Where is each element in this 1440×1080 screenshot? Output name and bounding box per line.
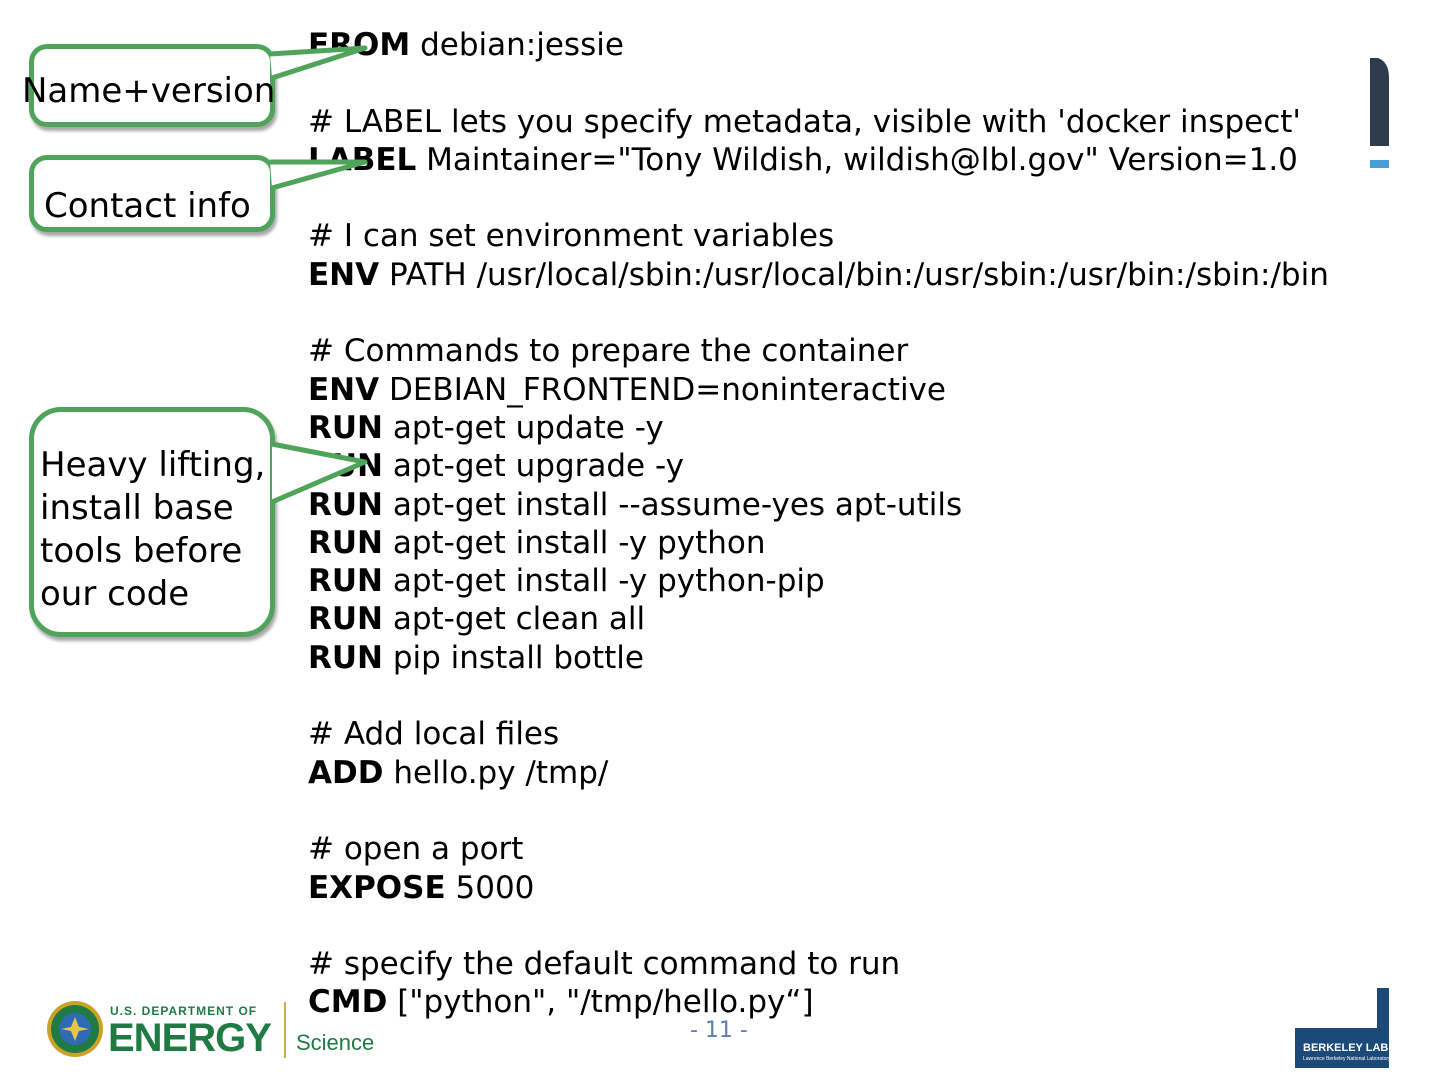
code-line: RUN apt-get install -y python-pip — [308, 562, 1329, 600]
code-keyword: RUN — [308, 409, 383, 446]
code-keyword: CMD — [308, 984, 388, 1021]
berkeley-lab-logo: BERKELEY LAB Lawrence Berkeley National … — [1295, 988, 1391, 1068]
berkeley-lab-subtitle: Lawrence Berkeley National Laboratory — [1303, 1056, 1391, 1062]
code-line: ENV PATH /usr/local/sbin:/usr/local/bin:… — [308, 256, 1329, 294]
code-text: apt-get upgrade -y — [383, 448, 684, 485]
code-line — [308, 907, 1329, 945]
code-text: apt-get clean all — [383, 601, 646, 638]
code-keyword: FROM — [308, 27, 411, 63]
callout-name-version-text: Name+version — [22, 71, 276, 111]
callout-contact-info: Contact info — [29, 155, 275, 232]
code-line: RUN apt-get upgrade -y — [308, 447, 1329, 485]
code-line: ADD hello.py /tmp/ — [308, 754, 1329, 792]
code-text: ["python", "/tmp/hello.py“] — [387, 984, 814, 1021]
code-text: # specify the default command to run — [308, 946, 901, 983]
code-line — [308, 792, 1329, 830]
doe-energy-text: ENERGY — [108, 1016, 272, 1060]
code-text: # LABEL lets you specify metadata, visib… — [308, 103, 1301, 140]
code-text: # Commands to prepare the container — [308, 333, 909, 370]
code-line: LABEL Maintainer="Tony Wildish, wildish@… — [308, 141, 1329, 179]
code-line: # Add local files — [308, 715, 1329, 753]
code-line: ENV DEBIAN_FRONTEND=noninteractive — [308, 371, 1329, 409]
doe-science-text: Science — [296, 1030, 375, 1055]
code-text: apt-get install --assume-yes apt-utils — [383, 486, 963, 523]
code-line: RUN apt-get update -y — [308, 409, 1329, 447]
callout-name-version: Name+version — [22, 44, 275, 127]
doe-department-text: U.S. DEPARTMENT OF — [110, 1004, 258, 1018]
code-text: apt-get update -y — [383, 409, 664, 446]
code-line: RUN apt-get install --assume-yes apt-uti… — [308, 486, 1329, 524]
code-line — [308, 64, 1329, 102]
code-keyword: RUN — [308, 524, 383, 561]
code-line: # specify the default command to run — [308, 945, 1329, 983]
berkeley-lab-text: BERKELEY LAB — [1303, 1042, 1389, 1054]
code-keyword: RUN — [308, 486, 383, 523]
code-text: pip install bottle — [383, 639, 644, 676]
code-text: Maintainer="Tony Wildish, wildish@lbl.go… — [416, 141, 1298, 178]
code-line — [308, 294, 1329, 332]
code-text: DEBIAN_FRONTEND=noninteractive — [379, 371, 946, 408]
code-text: hello.py /tmp/ — [383, 754, 609, 791]
code-keyword: RUN — [308, 448, 383, 485]
code-keyword: LABEL — [308, 141, 417, 178]
code-text: # open a port — [308, 831, 524, 868]
code-line: # Commands to prepare the container — [308, 332, 1329, 370]
code-line — [308, 677, 1329, 715]
code-line: # LABEL lets you specify metadata, visib… — [308, 103, 1329, 141]
code-keyword: RUN — [308, 639, 383, 676]
code-keyword: RUN — [308, 601, 383, 638]
code-line — [308, 179, 1329, 217]
code-line: EXPOSE 5000 — [308, 869, 1329, 907]
code-line: # open a port — [308, 830, 1329, 868]
code-line: RUN apt-get install -y python — [308, 524, 1329, 562]
header-decoration — [1370, 58, 1389, 170]
code-text: # Add local files — [308, 716, 560, 753]
code-text: debian:jessie — [410, 27, 624, 63]
code-keyword: EXPOSE — [308, 869, 446, 906]
code-text: apt-get install -y python-pip — [383, 563, 825, 600]
code-text: # I can set environment variables — [308, 218, 835, 255]
code-keyword: RUN — [308, 563, 383, 600]
code-keyword: ADD — [308, 754, 384, 791]
code-line: CMD ["python", "/tmp/hello.py“] — [308, 983, 1329, 1021]
berkeley-lab-box — [1295, 1028, 1389, 1068]
doe-science-logo: U.S. DEPARTMENT OF ENERGY Science — [46, 998, 386, 1062]
code-text: 5000 — [445, 869, 535, 906]
dockerfile-code: FROM debian:jessie # LABEL lets you speci… — [308, 26, 1329, 1022]
doe-divider — [284, 1002, 286, 1058]
doe-seal-icon — [47, 1001, 103, 1057]
code-text: apt-get install -y python — [383, 524, 766, 561]
callout-heavy-lifting-text: Heavy lifting, install base tools before… — [40, 445, 266, 614]
code-line: FROM debian:jessie — [308, 26, 1329, 64]
code-keyword: ENV — [308, 256, 380, 293]
code-line: # I can set environment variables — [308, 217, 1329, 255]
code-text: PATH /usr/local/sbin:/usr/local/bin:/usr… — [379, 256, 1329, 293]
page-number: - 11 - — [690, 1018, 748, 1043]
code-line: RUN apt-get clean all — [308, 600, 1329, 638]
callout-contact-info-text: Contact info — [44, 186, 251, 226]
code-keyword: ENV — [308, 371, 380, 408]
code-line: RUN pip install bottle — [308, 639, 1329, 677]
callout-heavy-lifting: Heavy lifting, install base tools before… — [29, 407, 275, 637]
